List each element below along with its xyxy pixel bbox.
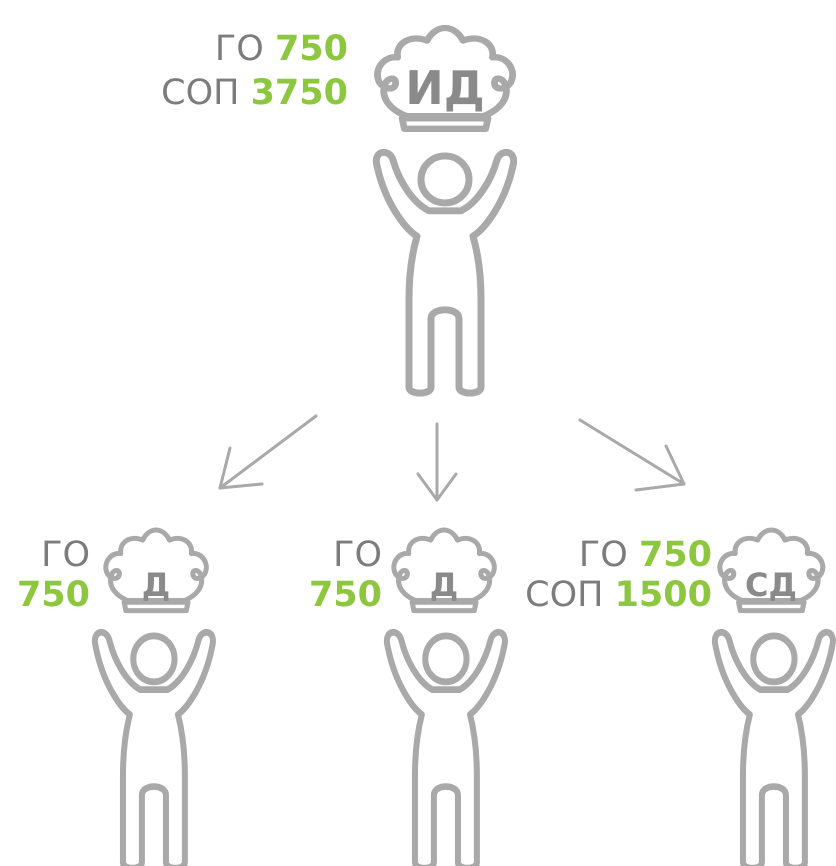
right-go-label: ГО [579, 535, 628, 575]
right-sop-value: 1500 [615, 575, 712, 615]
svg-text:ГО 750: ГО 750 [579, 535, 712, 575]
svg-text:СОП 1500: СОП 1500 [525, 575, 712, 615]
person-icon [376, 152, 513, 393]
top-sop-label: СОП [161, 73, 239, 113]
left-go-label: ГО [41, 535, 90, 575]
top-crown-label: ИД [405, 61, 484, 115]
left-go-value: 750 [17, 575, 90, 615]
top-go-value: 750 [275, 29, 348, 69]
person-icon [387, 632, 505, 866]
middle-crown-label: Д [430, 566, 459, 604]
person-icon [95, 632, 213, 866]
arrow-icon [578, 418, 686, 492]
node-top: ГО 750 СОП 3750 ИД [161, 28, 514, 393]
right-crown-label: СД [745, 566, 797, 604]
node-right: ГО 750 СОП 1500 СД [525, 530, 833, 866]
right-go-value: 750 [639, 535, 712, 575]
svg-text:ГО 750: ГО 750 [215, 29, 348, 69]
person-icon [715, 632, 833, 866]
arrows [218, 414, 686, 502]
middle-go-value: 750 [309, 575, 382, 615]
top-sop-value: 3750 [251, 73, 348, 113]
arrow-icon [416, 422, 458, 502]
middle-go-label: ГО [333, 535, 382, 575]
svg-text:СОП 3750: СОП 3750 [161, 73, 348, 113]
arrow-icon [218, 414, 318, 490]
right-sop-label: СОП [525, 575, 603, 615]
node-left: ГО 750 Д [17, 530, 213, 866]
node-middle: ГО 750 Д [309, 530, 505, 866]
left-crown-label: Д [142, 566, 171, 604]
top-go-label: ГО [215, 29, 264, 69]
